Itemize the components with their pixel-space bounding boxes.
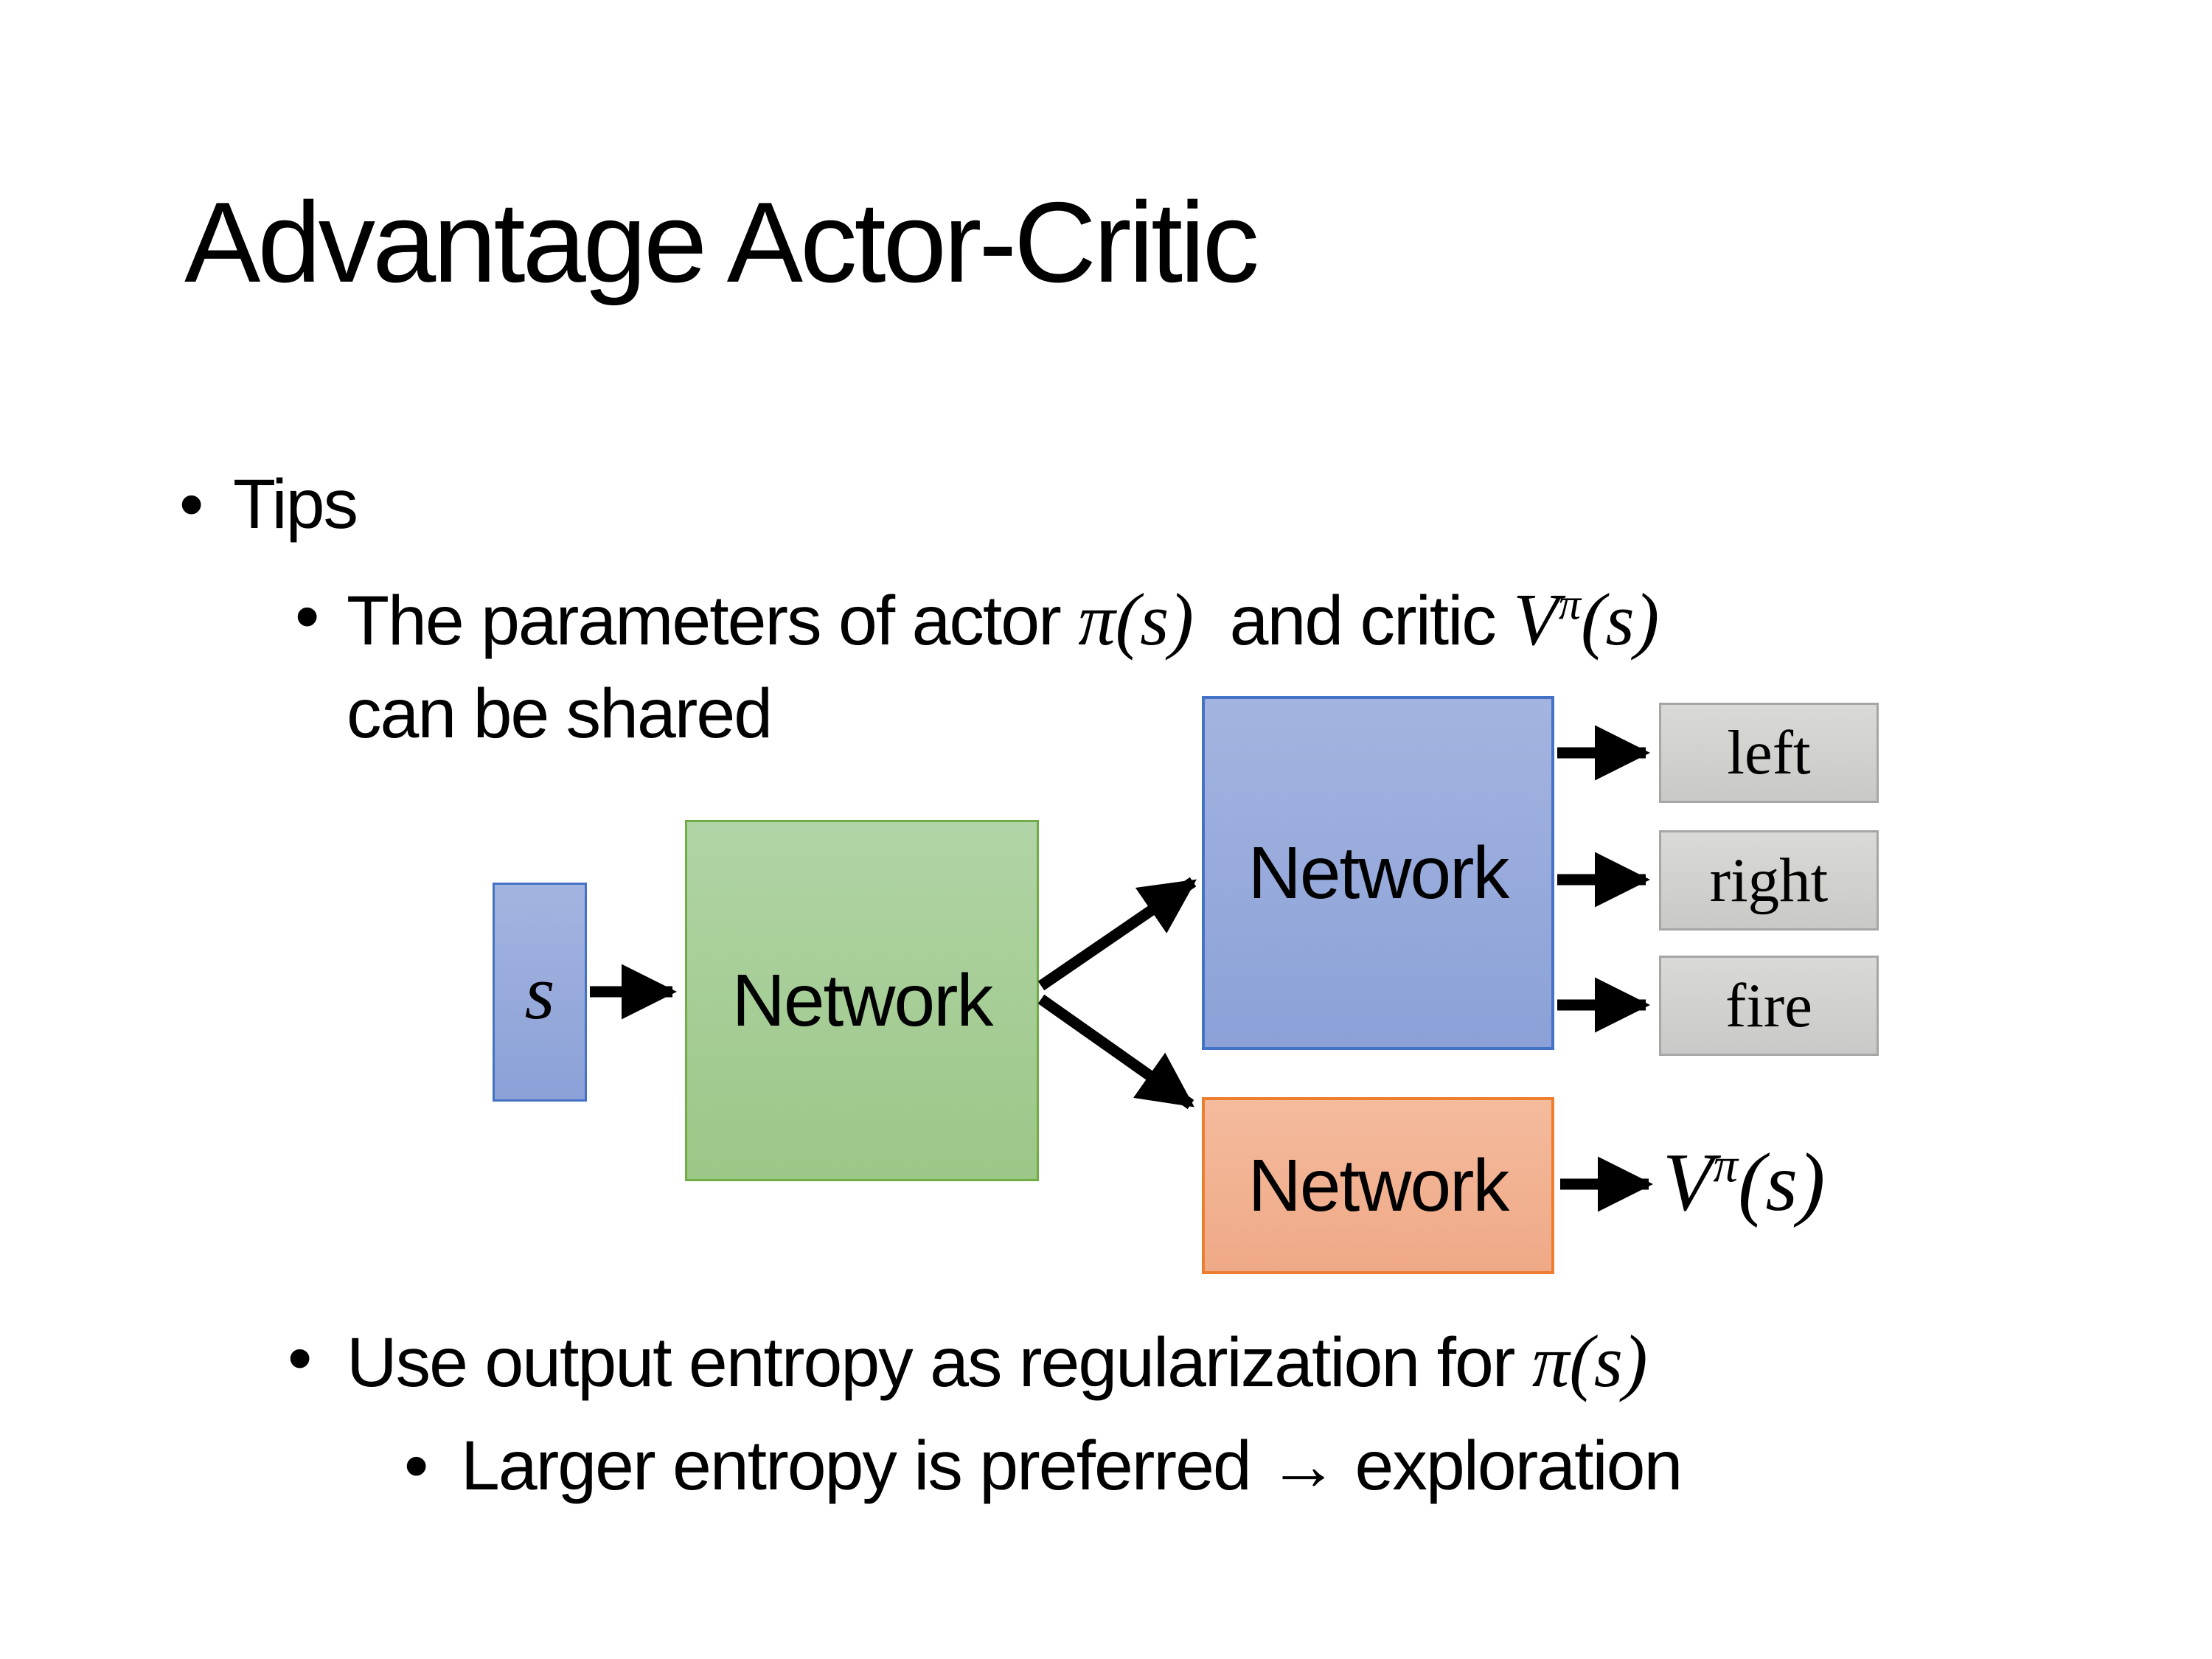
critic-value-math: Vπ(s) bbox=[1513, 578, 1659, 661]
slide-title: Advantage Actor-Critic bbox=[184, 178, 1259, 306]
state-label: s bbox=[524, 949, 555, 1035]
shared-network-label: Network bbox=[731, 959, 994, 1042]
critic-value-output: Vπ(s) bbox=[1663, 1134, 1825, 1231]
action-box-right: right bbox=[1659, 830, 1879, 931]
parameters-mid-text: and critic bbox=[1193, 582, 1514, 660]
action-box-fire: fire bbox=[1659, 956, 1879, 1056]
state-input-box: s bbox=[493, 883, 587, 1102]
value-sup-pi: π bbox=[1558, 580, 1581, 630]
bullet-entropy: Use output entropy as regularization for… bbox=[347, 1318, 1648, 1404]
bullet-dot-entropy: • bbox=[288, 1319, 313, 1397]
critic-output-sup-pi: π bbox=[1713, 1137, 1739, 1193]
critic-network-label: Network bbox=[1248, 1144, 1510, 1227]
parameters-text: The parameters of actor bbox=[347, 582, 1079, 660]
bullet-dot-level1: • bbox=[179, 465, 204, 543]
critic-network-box: Network bbox=[1202, 1097, 1554, 1274]
actor-network-box: Network bbox=[1202, 696, 1554, 1050]
policy-math: π(s) bbox=[1531, 1320, 1648, 1402]
entropy-text: Use output entropy as regularization for bbox=[347, 1324, 1532, 1402]
critic-output-base: V bbox=[1663, 1137, 1714, 1228]
value-base: V bbox=[1513, 578, 1559, 661]
value-args: (s) bbox=[1580, 578, 1660, 661]
critic-output-args: (s) bbox=[1738, 1137, 1826, 1228]
bullet-tips: Tips bbox=[233, 465, 358, 543]
arrow-shared-to-actor-network bbox=[1037, 877, 1197, 991]
bullet-parameters-line2: can be shared bbox=[347, 675, 773, 753]
bullet-dot-exploration: • bbox=[404, 1427, 429, 1505]
arrow-shared-to-critic-network bbox=[1037, 994, 1194, 1110]
action-box-left: left bbox=[1659, 703, 1879, 803]
bullet-dot-level2: • bbox=[295, 577, 320, 655]
bullet-exploration: Larger entropy is preferred → exploratio… bbox=[461, 1427, 1683, 1505]
critic-value-output-math: Vπ(s) bbox=[1663, 1137, 1825, 1228]
actor-network-label: Network bbox=[1248, 831, 1510, 914]
bullet-parameters-line1: The parameters of actor π(s) and critic … bbox=[347, 577, 1659, 662]
shared-network-box: Network bbox=[685, 820, 1039, 1181]
actor-policy-math: π(s) bbox=[1078, 578, 1194, 661]
